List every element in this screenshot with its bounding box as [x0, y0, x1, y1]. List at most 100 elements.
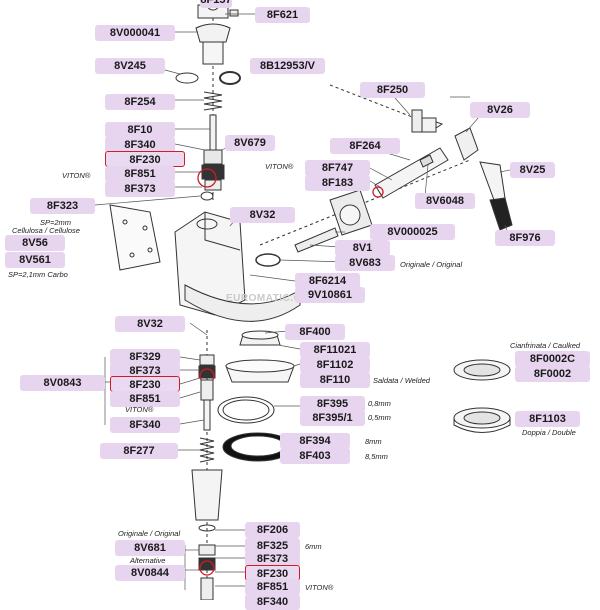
note-viton-lower: VITON® [125, 405, 154, 414]
part-label-8f340-lower[interactable]: 8F340 [110, 417, 180, 433]
part-label-8f264[interactable]: 8F264 [330, 138, 400, 154]
part-label-8f206[interactable]: 8F206 [245, 522, 300, 538]
part-label-8f747[interactable]: 8F747 [305, 160, 370, 176]
part-label-9v10861[interactable]: 9V10861 [295, 287, 365, 303]
part-label-8f0002c[interactable]: 8F0002C [515, 351, 590, 367]
bottom-valve-part [198, 524, 216, 600]
part-label-8f340-bottom[interactable]: 8F340 [245, 594, 300, 610]
washer-8f323 [200, 191, 214, 201]
part-label-8f323[interactable]: 8F323 [30, 198, 95, 214]
part-label-8v32[interactable]: 8V32 [230, 207, 295, 223]
part-label-8f183[interactable]: 8F183 [305, 175, 370, 191]
note-alternative: Alternative [130, 556, 166, 565]
part-label-8f230-lower-highlighted[interactable]: 8F230 [110, 376, 180, 392]
part-label-8v6048[interactable]: 8V6048 [415, 193, 475, 209]
part-label-8f395-1[interactable]: 8F395/1 [300, 410, 365, 426]
part-label-8v683[interactable]: 8V683 [335, 255, 395, 271]
highlight-circle-2 [372, 186, 384, 198]
note-8-5mm: 8,5mm [365, 452, 388, 461]
part-label-8f157[interactable]: 8F157 [200, 0, 232, 8]
part-label-8f0002[interactable]: 8F0002 [515, 366, 590, 382]
note-originale-8v683: Originale / Original [400, 260, 463, 269]
part-label-8v681[interactable]: 8V681 [115, 540, 185, 556]
note-viton-bottom: VITON® [305, 583, 334, 592]
part-label-8f250[interactable]: 8F250 [360, 82, 425, 98]
part-label-8f325[interactable]: 8F325 [245, 538, 300, 554]
part-label-8v0843[interactable]: 8V0843 [20, 375, 105, 391]
part-label-8v245[interactable]: 8V245 [95, 58, 165, 74]
lever-8v26 [454, 127, 479, 161]
part-label-8v25[interactable]: 8V25 [510, 162, 555, 178]
part-label-8b12953v[interactable]: 8B12953/V [250, 58, 325, 74]
shaft-8v25 [479, 161, 506, 201]
part-label-8v561[interactable]: 8V561 [5, 252, 65, 268]
valve-body-8v000025 [294, 189, 373, 253]
part-label-8f403[interactable]: 8F403 [280, 448, 350, 464]
group-head-body [174, 211, 301, 322]
part-label-8v000041[interactable]: 8V000041 [95, 25, 175, 41]
steam-shaft-assembly [372, 147, 449, 199]
part-label-8v000025[interactable]: 8V000025 [370, 224, 455, 240]
part-label-8f851[interactable]: 8F851 [105, 166, 175, 182]
steam-axis-line [259, 159, 471, 246]
part-label-8f373[interactable]: 8F373 [105, 181, 175, 197]
highlight-circle-1 [197, 168, 217, 188]
note-sp21-carbo: SP=2,1mm Carbo [8, 270, 68, 279]
gasket-8f395 [217, 396, 275, 424]
tube-lower [191, 469, 223, 521]
part-label-8f6214[interactable]: 8F6214 [295, 273, 360, 289]
part-label-8f373-lower[interactable]: 8F373 [110, 363, 180, 379]
part-label-8f340[interactable]: 8F340 [105, 137, 175, 153]
part-label-8f110[interactable]: 8F110 [300, 372, 370, 388]
part-label-8f10[interactable]: 8F10 [105, 122, 175, 138]
filter-basket-8f110 [225, 359, 295, 383]
part-label-8f277[interactable]: 8F277 [100, 443, 178, 459]
part-label-8f400[interactable]: 8F400 [285, 324, 345, 340]
part-label-8f395[interactable]: 8F395 [300, 396, 365, 412]
oring-8b12953v [219, 71, 241, 85]
lower-valve-stem [198, 354, 216, 431]
part-label-8v32-lower[interactable]: 8V32 [115, 316, 185, 332]
part-label-8f621[interactable]: 8F621 [255, 7, 310, 23]
note-0-8mm: 0,8mm [368, 399, 391, 408]
part-label-8v679[interactable]: 8V679 [225, 135, 275, 151]
spring-8f254 [203, 91, 223, 111]
filter-holder-8f400 [239, 330, 281, 346]
handle-8f976 [489, 197, 513, 231]
gasket-8v245 [175, 72, 199, 84]
note-viton-upper-left: VITON® [62, 171, 91, 180]
knob-8f250 [411, 109, 444, 133]
upper-tube-part [195, 23, 231, 65]
part-label-8f1103[interactable]: 8F1103 [515, 411, 580, 427]
part-label-8f1102[interactable]: 8F1102 [300, 357, 370, 373]
part-label-8f329[interactable]: 8F329 [110, 349, 180, 365]
part-label-8f976[interactable]: 8F976 [495, 230, 555, 246]
part-label-8v56[interactable]: 8V56 [5, 235, 65, 251]
screen-8f0002 [453, 359, 511, 433]
note-8mm: 8mm [365, 437, 382, 446]
valve-stem-part [201, 114, 225, 191]
part-label-8v1[interactable]: 8V1 [335, 240, 390, 256]
oring-8v683 [255, 253, 281, 267]
part-label-8f851-lower[interactable]: 8F851 [110, 391, 180, 407]
part-label-8f373-bottom[interactable]: 8F373 [245, 551, 300, 567]
part-label-8f394[interactable]: 8F394 [280, 433, 350, 449]
note-cellulosa: Cellulosa / Cellulose [12, 226, 80, 235]
note-doppia: Doppia / Double [522, 428, 576, 437]
part-label-8f230-highlighted[interactable]: 8F230 [105, 151, 185, 167]
part-label-8v26[interactable]: 8V26 [470, 102, 530, 118]
note-6mm: 6mm [305, 542, 322, 551]
gasket-plate-8v56 [109, 204, 161, 271]
note-viton-upper-right: VITON® [265, 162, 294, 171]
note-cianfrinata: Cianfrinata / Caulked [510, 341, 581, 350]
note-originale-8v681: Originale / Original [118, 529, 181, 538]
note-saldata: Saldata / Welded [373, 376, 430, 385]
part-label-8f851-bottom[interactable]: 8F851 [245, 579, 300, 595]
note-0-5mm: 0,5mm [368, 413, 391, 422]
note-sp2: SP=2mm [40, 218, 72, 227]
part-label-8f11021[interactable]: 8F11021 [300, 342, 370, 358]
part-label-8v0844[interactable]: 8V0844 [115, 565, 185, 581]
part-label-8f254[interactable]: 8F254 [105, 94, 175, 110]
